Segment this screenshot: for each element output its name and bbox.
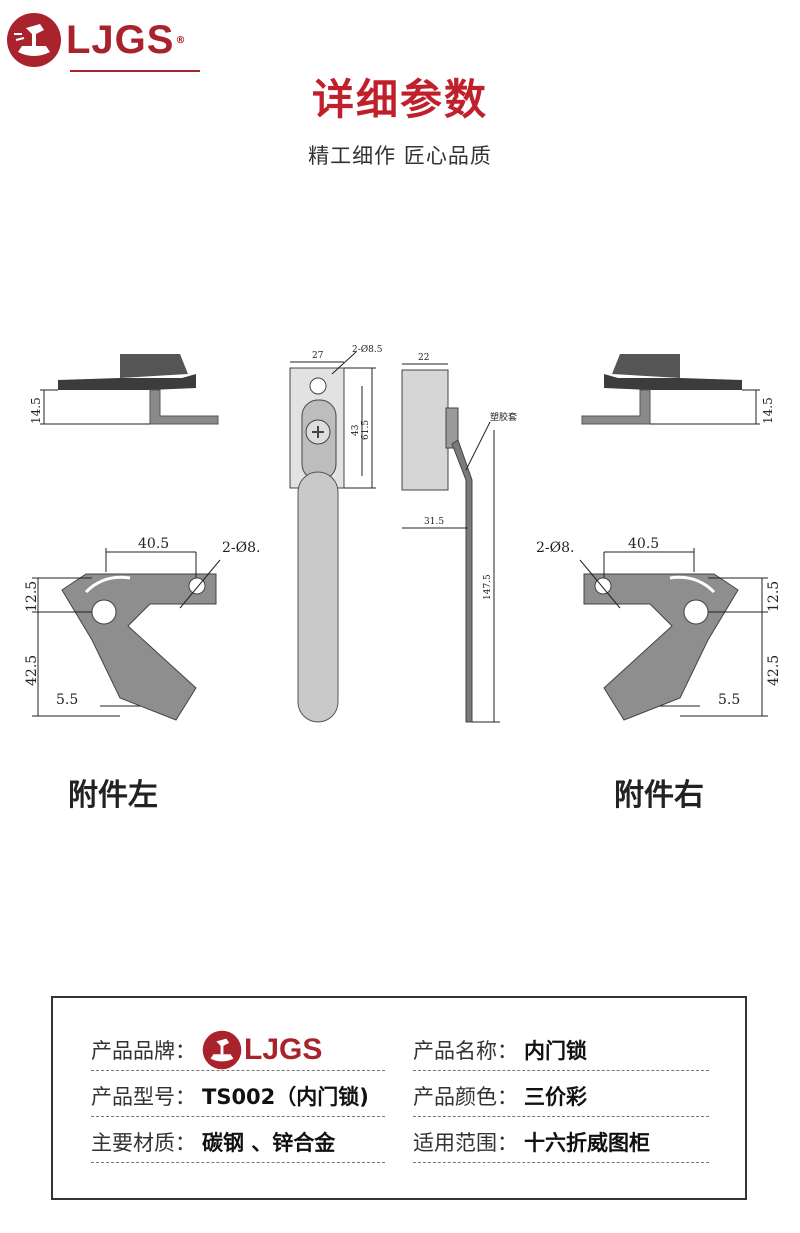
logo-underline (70, 70, 200, 72)
dim-left-hole: 2-Ø8. (222, 540, 260, 556)
spec-colon: ： (497, 1039, 518, 1063)
spec-label-name: 产品名称 (413, 1039, 497, 1063)
attachment-left (32, 548, 221, 721)
brand-wordmark: LJGS (66, 18, 175, 62)
lock-front-view (289, 351, 376, 723)
spec-row-brand: 产品品牌 ： LJGS (91, 1030, 385, 1071)
spec-label-brand: 产品品牌 (91, 1039, 175, 1063)
caption-attachment-right: 附件右 (614, 778, 704, 813)
bracket-top-right (581, 354, 760, 425)
page-title: 详细参数 (311, 75, 488, 124)
dim-height-61-5: 61.5 (361, 420, 371, 440)
spec-value-model: TS002（内门锁) (202, 1085, 369, 1109)
bracket-top-left (40, 354, 219, 425)
dim-hole-8-5: 2-Ø8.5 (352, 344, 383, 355)
spec-value-usage: 十六折威图柜 (524, 1131, 650, 1155)
spec-label-model: 产品型号 (91, 1085, 175, 1109)
dim-left-height-42-5: 42.5 (24, 655, 40, 686)
dim-left-width-5-5: 5.5 (56, 692, 78, 708)
spec-row-color: 产品颜色 ： 三价彩 (413, 1076, 709, 1117)
spec-value-name: 内门锁 (524, 1039, 587, 1063)
spec-row-usage: 适用范围 ： 十六折威图柜 (413, 1122, 709, 1163)
dim-left-height-12-5: 12.5 (24, 581, 40, 612)
dim-right-width-40-5: 40.5 (628, 536, 659, 552)
dim-right-height-12-5: 12.5 (766, 581, 782, 612)
spec-colon: ： (175, 1131, 196, 1155)
spec-brand-wordmark: LJGS (244, 1033, 323, 1066)
spec-colon: ： (175, 1039, 196, 1063)
dim-height-43: 43 (351, 424, 361, 436)
dim-plastic-sleeve: 塑胶套 (490, 411, 517, 423)
spec-label-material: 主要材质 (91, 1131, 175, 1155)
brand-emblem-icon (202, 1030, 242, 1070)
lock-side-view (401, 363, 500, 723)
spec-row-material: 主要材质 ： 碳钢 、锌合金 (91, 1122, 385, 1163)
spec-value-material: 碳钢 、锌合金 (202, 1131, 336, 1155)
spec-row-model: 产品型号 ： TS002（内门锁) (91, 1076, 385, 1117)
caption-attachment-left: 附件左 (68, 778, 158, 813)
spec-colon: ： (497, 1131, 518, 1155)
dim-length-147-5: 147.5 (483, 574, 493, 600)
dim-width-27: 27 (312, 351, 324, 361)
spec-label-color: 产品颜色 (413, 1085, 497, 1109)
spec-label-usage: 适用范围 (413, 1131, 497, 1155)
spec-colon: ： (497, 1085, 518, 1109)
technical-drawing: 14.5 14.5 27 2-Ø8.5 43 (24, 344, 782, 723)
brand-emblem-icon (7, 13, 61, 67)
attachment-right (579, 548, 768, 721)
dim-right-width-5-5: 5.5 (718, 692, 740, 708)
dim-width-22: 22 (418, 353, 429, 363)
dim-top-right-height: 14.5 (761, 397, 775, 424)
spec-value-color: 三价彩 (524, 1085, 587, 1109)
spec-brand-logo: LJGS (202, 1030, 322, 1070)
dim-top-left-height: 14.5 (29, 397, 43, 424)
dim-right-height-42-5: 42.5 (766, 655, 782, 686)
dim-left-width-40-5: 40.5 (138, 536, 169, 552)
spec-table: 产品品牌 ： LJGS 产品名称 ： 内门锁 产品型号 ： TS002（内门锁)… (51, 996, 747, 1200)
brand-logo: LJGS ® (6, 12, 200, 72)
spec-row-name: 产品名称 ： 内门锁 (413, 1030, 709, 1071)
spec-colon: ： (175, 1085, 196, 1109)
dim-width-31-5: 31.5 (424, 517, 444, 527)
page-subtitle: 精工细作 匠心品质 (308, 144, 492, 168)
dim-right-hole: 2-Ø8. (536, 540, 574, 556)
registered-mark: ® (175, 34, 186, 46)
